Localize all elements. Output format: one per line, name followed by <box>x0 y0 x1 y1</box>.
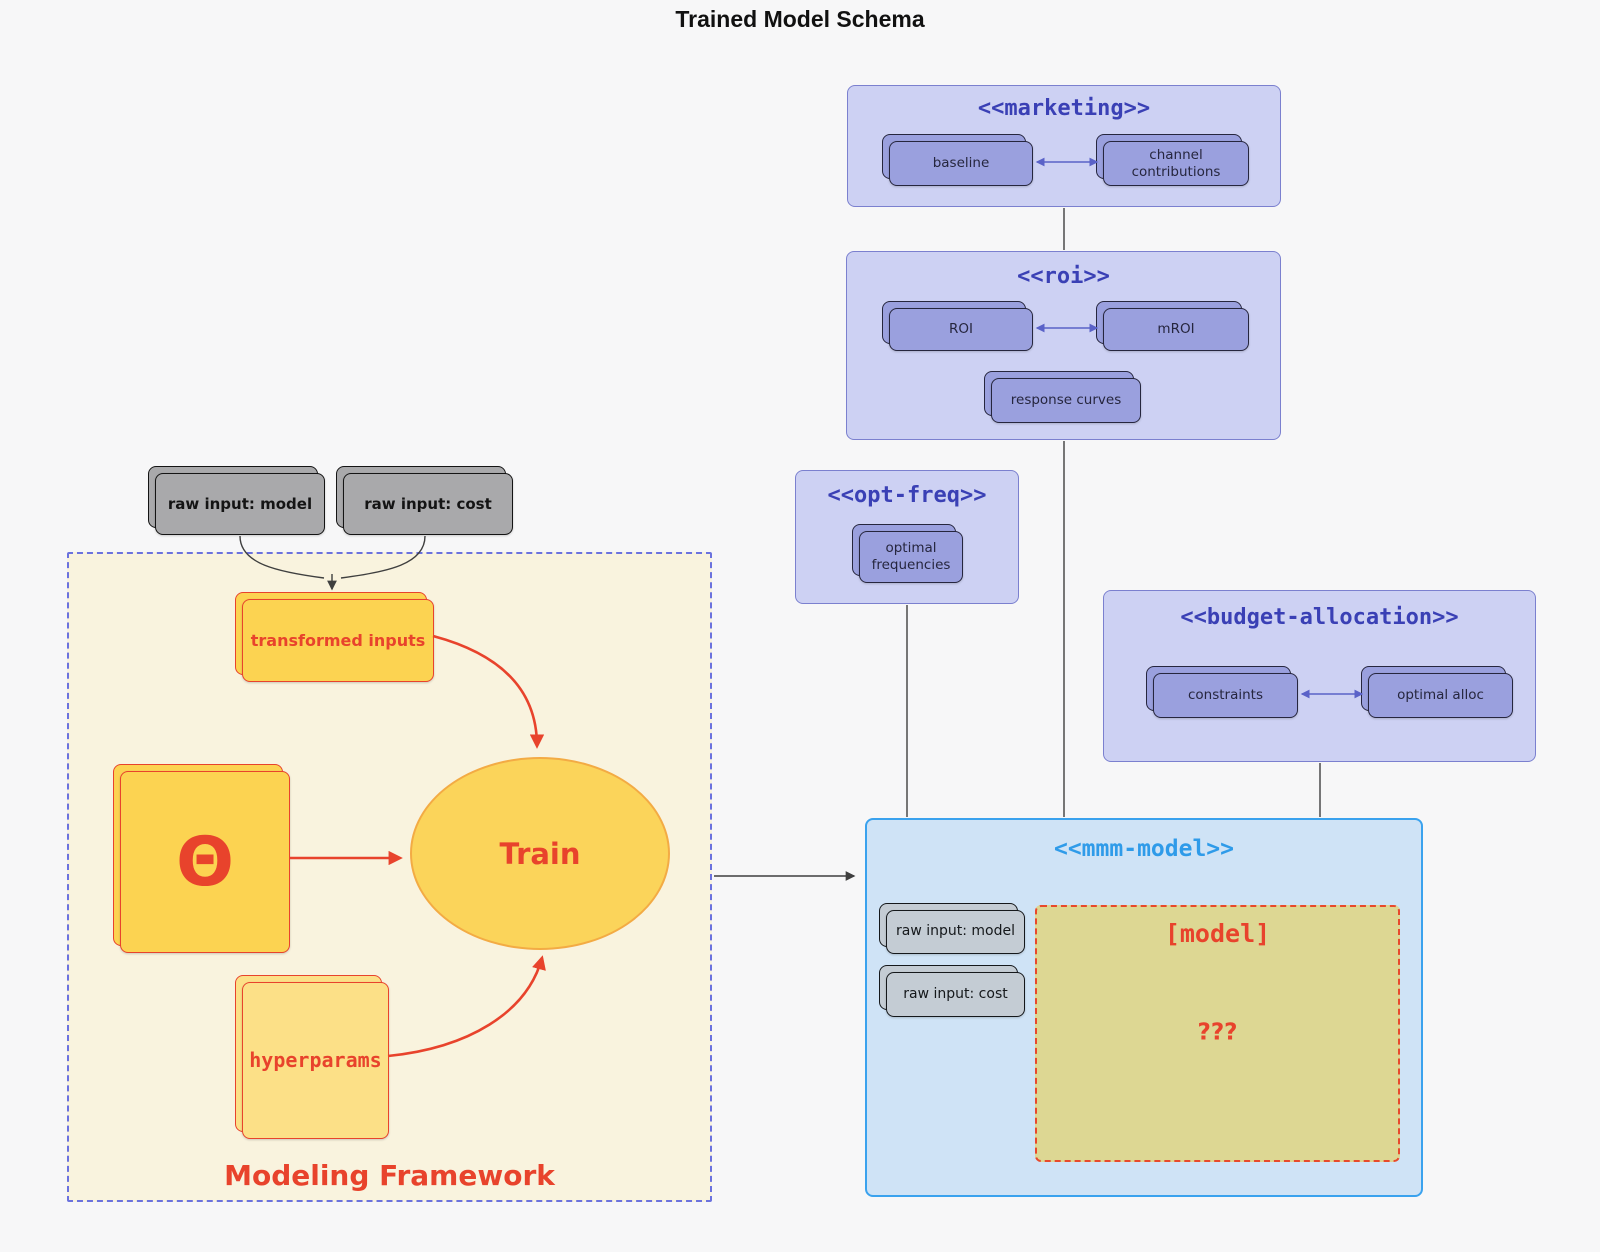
opt-freq-group-title: <<opt-freq>> <box>827 483 987 508</box>
transformed-inputs-node: transformed inputs <box>235 592 434 682</box>
marketing-group: <<marketing>> baseline channel contribut… <box>847 85 1281 207</box>
optimal-frequencies-node: optimal frequencies <box>852 524 963 583</box>
mmm-raw-input-cost-label: raw input: cost <box>903 985 1008 1002</box>
mroi-node: mROI <box>1096 301 1249 351</box>
model-placeholder-label: [model] <box>1164 919 1271 948</box>
train-node: Train <box>410 757 670 950</box>
raw-input-model-node-face: raw input: model <box>155 473 325 535</box>
transformed-inputs-label: transformed inputs <box>250 630 426 650</box>
modeling-framework-label: Modeling Framework <box>224 1159 555 1192</box>
theta-node: Θ <box>113 764 290 953</box>
budget-allocation-group: <<budget-allocation>> constraints optima… <box>1103 590 1536 762</box>
hyperparams-node-face: hyperparams <box>242 982 389 1139</box>
optimal-alloc-label: optimal alloc <box>1397 687 1484 704</box>
mmm-raw-input-model-node: raw input: model <box>879 903 1025 954</box>
hyperparams-node: hyperparams <box>235 975 389 1139</box>
roi-group: <<roi>> ROI mROI response curves <box>846 251 1281 440</box>
optimal-alloc-node: optimal alloc <box>1361 666 1513 718</box>
raw-input-cost-node: raw input: cost <box>336 466 513 535</box>
response-curves-label: response curves <box>1010 392 1122 409</box>
opt-freq-group: <<opt-freq>> optimal frequencies <box>795 470 1019 604</box>
roi-label: ROI <box>949 321 973 338</box>
optimal-frequencies-label: optimal frequencies <box>871 540 951 573</box>
transformed-inputs-node-face: transformed inputs <box>242 599 434 682</box>
modeling-framework-group: transformed inputs Θ Train hyperparams M… <box>67 552 712 1202</box>
roi-node-face: ROI <box>889 308 1033 351</box>
mmm-raw-input-model-label: raw input: model <box>895 923 1015 940</box>
model-placeholder-box: [model] ??? <box>1035 905 1400 1162</box>
roi-group-title: <<roi>> <box>1017 264 1110 289</box>
constraints-label: constraints <box>1187 687 1264 704</box>
baseline-node: baseline <box>882 134 1033 186</box>
theta-node-face: Θ <box>120 771 290 953</box>
raw-input-cost-node-face: raw input: cost <box>343 473 513 535</box>
mroi-node-face: mROI <box>1103 308 1249 351</box>
raw-input-cost-label: raw input: cost <box>364 494 492 513</box>
channel-contributions-label: channel contributions <box>1131 146 1221 180</box>
baseline-label: baseline <box>932 155 990 172</box>
budget-allocation-group-title: <<budget-allocation>> <box>1180 605 1459 630</box>
hyperparams-label: hyperparams <box>249 1048 382 1072</box>
raw-input-model-label: raw input: model <box>167 494 313 513</box>
channel-contributions-node: channel contributions <box>1096 134 1249 186</box>
page-title: Trained Model Schema <box>675 6 925 32</box>
mmm-raw-input-cost-node-face: raw input: cost <box>886 972 1025 1017</box>
train-label: Train <box>499 836 581 871</box>
raw-input-model-node: raw input: model <box>148 466 325 535</box>
model-unknown-label: ??? <box>1197 1019 1238 1046</box>
mmm-raw-input-cost-node: raw input: cost <box>879 965 1025 1017</box>
baseline-node-face: baseline <box>889 141 1033 186</box>
response-curves-node-face: response curves <box>991 378 1141 423</box>
response-curves-node: response curves <box>984 371 1141 423</box>
optimal-alloc-node-face: optimal alloc <box>1368 673 1513 718</box>
theta-label: Θ <box>176 822 234 902</box>
optimal-frequencies-node-face: optimal frequencies <box>859 531 963 583</box>
mmm-raw-input-model-node-face: raw input: model <box>886 910 1025 954</box>
mmm-model-group: <<mmm-model>> raw input: model raw input… <box>865 818 1423 1197</box>
roi-node: ROI <box>882 301 1033 351</box>
marketing-group-title: <<marketing>> <box>977 96 1151 121</box>
constraints-node-face: constraints <box>1153 673 1298 718</box>
constraints-node: constraints <box>1146 666 1298 718</box>
mmm-model-group-title: <<mmm-model>> <box>1053 836 1234 862</box>
channel-contributions-node-face: channel contributions <box>1103 141 1249 186</box>
mroi-label: mROI <box>1157 321 1195 338</box>
